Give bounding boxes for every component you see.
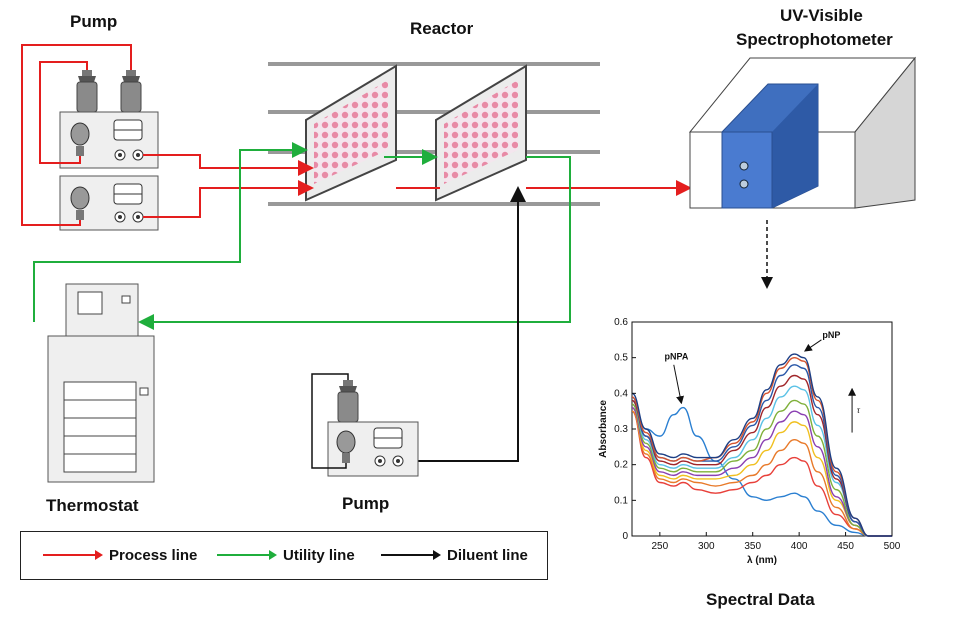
series-line: [631, 410, 892, 537]
annotation-pnp: pNP: [822, 330, 840, 340]
legend-item-diluent: Diluent line: [381, 542, 528, 568]
process-line-feeds: [21, 44, 132, 226]
y-tick-label: 0.6: [614, 317, 628, 328]
vent-icon: [63, 381, 137, 473]
x-tick-label: 350: [744, 541, 761, 552]
port-icon: [739, 161, 749, 171]
pump-bottom-label: Pump: [342, 494, 390, 513]
series-line: [631, 374, 892, 537]
display-icon: [77, 291, 103, 315]
plot-frame: [631, 321, 893, 537]
series-line: [631, 385, 892, 537]
x-axis-label: λ (nm): [747, 555, 777, 566]
spectral-chart: 250 300 350 400 450 500 0 0.1 0.2 0.3 0.4 0.5 0.6 λ (…: [598, 317, 901, 566]
legend-item-process: Process line: [43, 542, 197, 568]
annotation-pnpa: pNPA: [665, 351, 689, 361]
annotation-arrow: [803, 339, 822, 352]
y-tick-label: 0.3: [614, 424, 628, 435]
series-line: [631, 406, 892, 537]
legend-swatch: [381, 550, 441, 560]
annotation-tau: τ: [857, 405, 861, 415]
utility-lines: [33, 142, 571, 330]
legend: Process line Utility line Diluent line: [20, 531, 548, 580]
y-tick-label: 0.1: [614, 495, 628, 506]
series-line: [631, 353, 892, 537]
annotation-arrow: [673, 364, 684, 405]
x-tick-label: 250: [652, 541, 669, 552]
spectral-data-label: Spectral Data: [706, 590, 815, 609]
pump-top-label: Pump: [70, 12, 118, 31]
y-tick-label: 0: [622, 531, 628, 542]
syringe-icon: [70, 186, 90, 210]
series-line: [631, 399, 892, 537]
x-tick-label: 300: [698, 541, 715, 552]
button-icon: [139, 387, 149, 396]
spectrophotometer-label-2: Spectrophotometer: [736, 30, 893, 49]
process-lines: [143, 154, 692, 218]
legend-swatch: [217, 550, 277, 560]
x-tick-label: 500: [884, 541, 901, 552]
series-line: [631, 399, 892, 537]
series-line: [631, 410, 892, 537]
port-icon: [739, 179, 749, 189]
legend-item-utility: Utility line: [217, 542, 355, 568]
spectrophotometer-label-1: UV-Visible: [780, 6, 863, 25]
y-tick-label: 0.4: [614, 388, 628, 399]
x-tick-label: 450: [837, 541, 854, 552]
reactor-plate: [305, 64, 397, 202]
syringe-icon: [70, 122, 90, 146]
thermostat-label: Thermostat: [46, 496, 139, 515]
button-icon: [121, 295, 131, 304]
y-tick-label: 0.5: [614, 353, 628, 364]
thermostat: [47, 283, 155, 483]
y-tick-label: 0.2: [614, 460, 628, 471]
x-tick-label: 400: [791, 541, 808, 552]
reactor-plate: [435, 64, 527, 202]
reactor: [268, 62, 600, 206]
top-pump: [59, 70, 159, 231]
diluent-line: [404, 186, 526, 462]
reactor-label: Reactor: [410, 19, 474, 38]
syringe-icon: [336, 430, 356, 454]
series-line: [631, 356, 892, 537]
bottom-pump: [311, 373, 419, 477]
legend-label: Utility line: [283, 546, 355, 564]
bottle-icon: [76, 70, 98, 113]
y-axis-label: Absorbance: [598, 400, 609, 458]
legend-label: Process line: [109, 546, 198, 564]
series-line: [631, 406, 892, 537]
legend-swatch: [43, 550, 103, 560]
bottle-icon: [337, 380, 359, 423]
spectrophotometer: [688, 56, 917, 209]
diluent-feed-line: [311, 373, 349, 469]
legend-label: Diluent line: [447, 546, 528, 564]
bottle-icon: [120, 70, 142, 113]
